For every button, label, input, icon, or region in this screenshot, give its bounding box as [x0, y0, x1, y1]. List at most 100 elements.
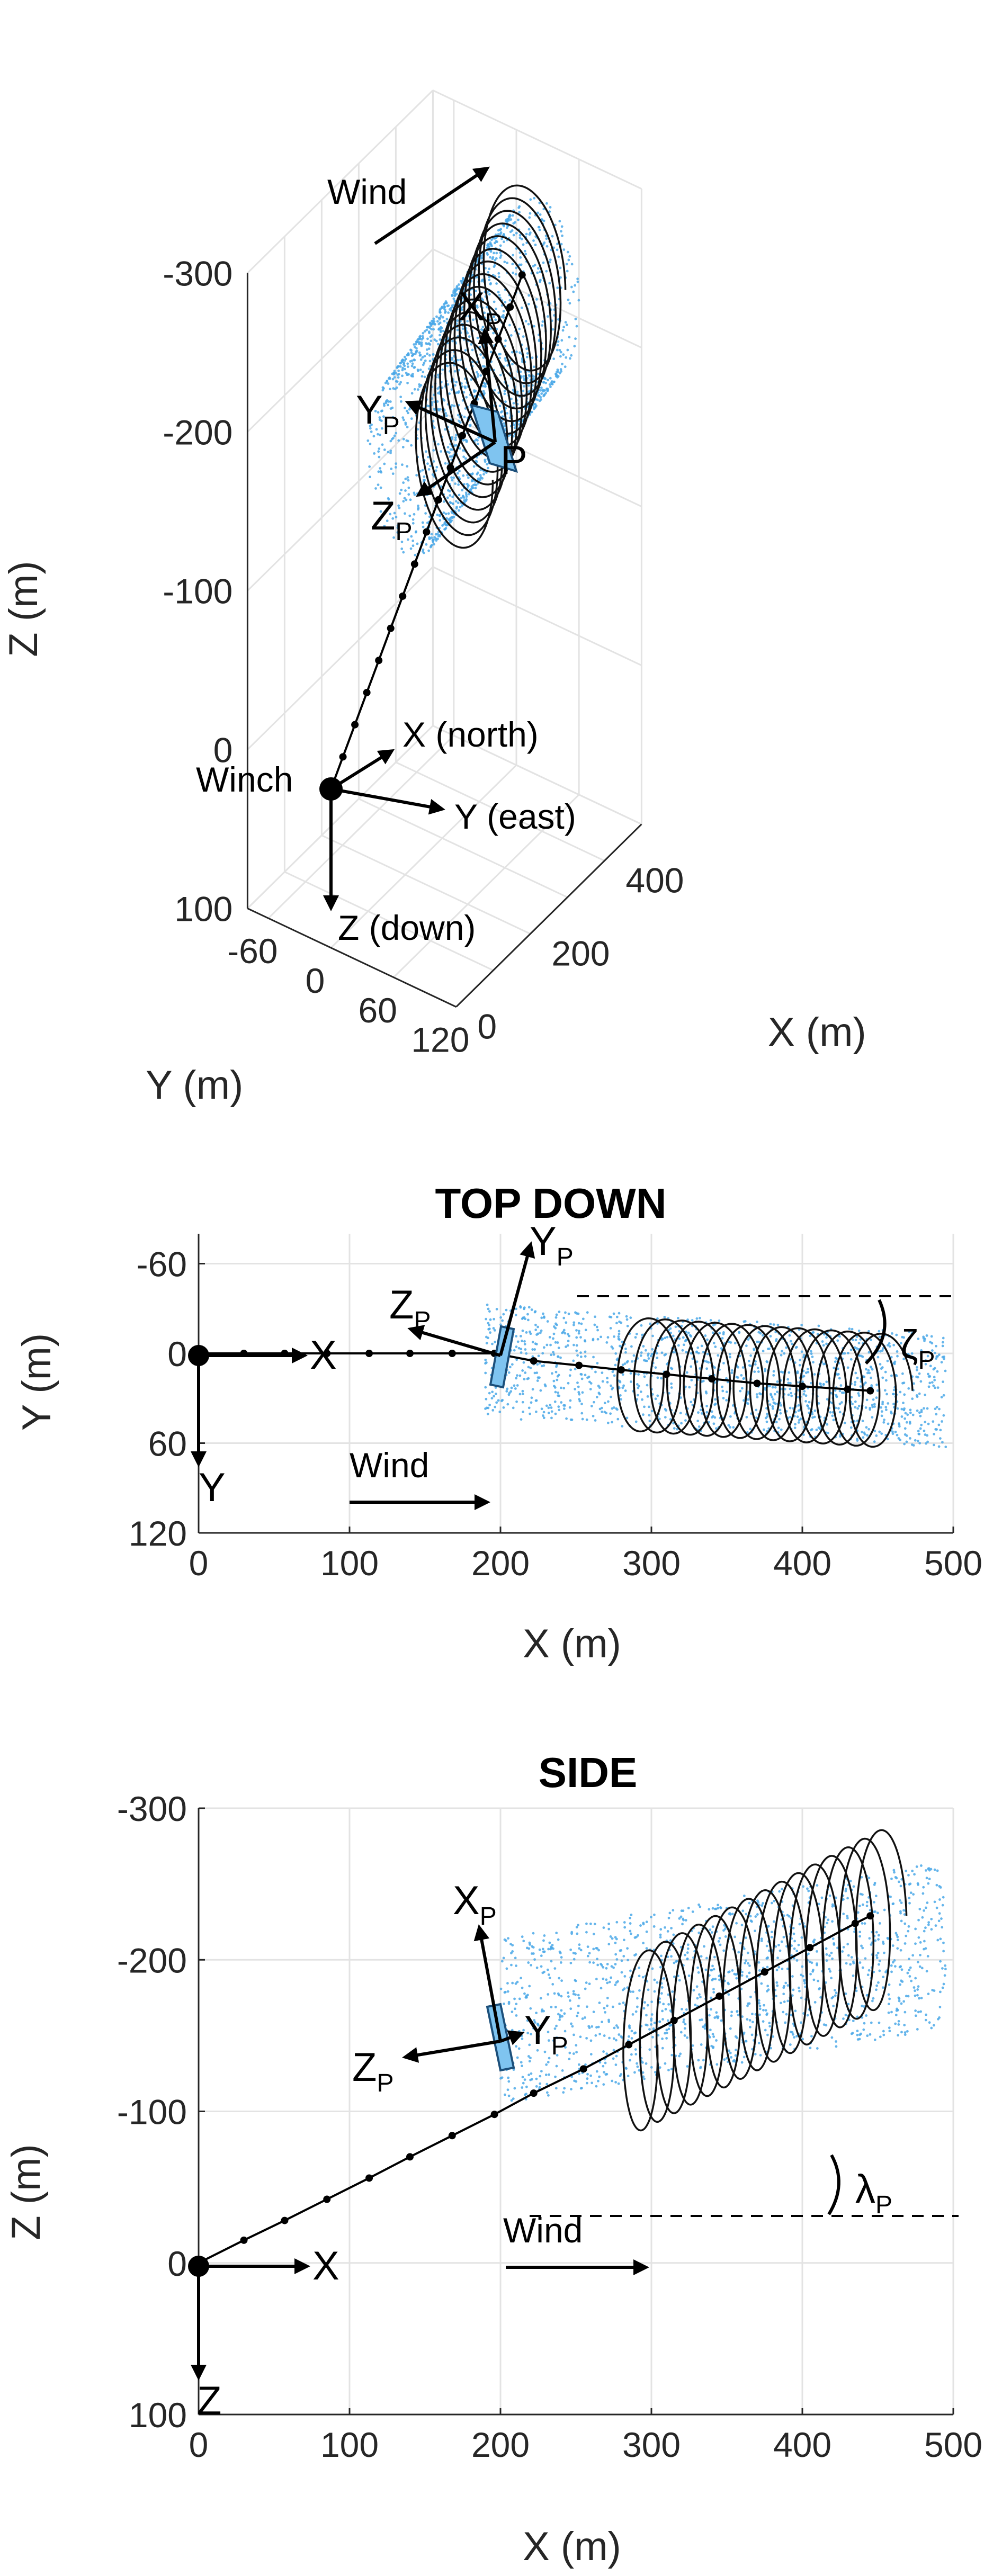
- cloud-point-3d: [532, 375, 535, 378]
- cloud-point-3d: [410, 392, 414, 395]
- cloud-point: [939, 1937, 942, 1941]
- yp-label-3d: YP: [356, 388, 400, 440]
- cloud-point: [595, 2026, 598, 2029]
- cloud-point-3d: [397, 369, 400, 372]
- cloud-point: [727, 1982, 730, 1986]
- cloud-point: [581, 1317, 585, 1321]
- cloud-point-3d: [378, 433, 381, 436]
- cloud-point: [755, 1416, 758, 1419]
- cloud-point-3d: [415, 474, 418, 477]
- cloud-point-3d: [443, 521, 446, 524]
- cloud-point: [922, 1886, 925, 1889]
- cloud-point: [901, 1372, 904, 1375]
- cloud-point: [892, 1902, 895, 1905]
- cloud-point-3d: [567, 258, 570, 262]
- cloud-point: [939, 1960, 942, 1963]
- cloud-point-3d: [569, 357, 571, 360]
- cloud-point: [579, 1372, 583, 1376]
- cloud-point: [780, 1404, 783, 1407]
- cloud-point: [507, 2094, 511, 2097]
- cloud-point-3d: [518, 236, 522, 239]
- cloud-point: [522, 2081, 525, 2085]
- cloud-point: [718, 1978, 721, 1981]
- cloud-point-3d: [468, 335, 471, 338]
- cloud-point: [511, 2029, 514, 2032]
- cloud-point: [816, 2047, 819, 2050]
- cloud-point: [540, 1965, 543, 1968]
- cloud-point-3d: [400, 360, 404, 363]
- cloud-point: [918, 1908, 922, 1910]
- cloud-point: [644, 1349, 647, 1352]
- cloud-point: [636, 2005, 639, 2008]
- cloud-point-3d: [439, 330, 442, 334]
- cloud-point: [523, 1307, 525, 1311]
- cloud-point: [918, 1372, 921, 1375]
- cloud-point: [548, 1336, 551, 1339]
- cloud-point-3d: [474, 389, 477, 392]
- cloud-point-3d: [477, 477, 480, 480]
- cloud-point: [916, 1409, 919, 1412]
- xp-label-3d: XP: [458, 284, 502, 337]
- cloud-point: [586, 1311, 589, 1314]
- cloud-point-3d: [520, 238, 523, 240]
- cloud-point-3d: [366, 439, 370, 442]
- cloud-point: [504, 1939, 507, 1942]
- cloud-point: [910, 1333, 914, 1335]
- cloud-point-3d: [398, 383, 401, 386]
- cloud-point-3d: [439, 309, 442, 312]
- cloud-point-3d: [558, 372, 561, 375]
- cloud-point-3d: [416, 428, 419, 431]
- cloud-point: [786, 1914, 789, 1917]
- cloud-point: [658, 2020, 661, 2023]
- cloud-point: [574, 1952, 577, 1955]
- cloud-point: [610, 1395, 612, 1398]
- cloud-point-3d: [476, 304, 479, 307]
- cloud-point: [648, 1405, 650, 1408]
- y-tick-label: 0: [167, 1334, 187, 1374]
- cloud-point: [917, 1430, 920, 1433]
- cloud-point: [547, 1406, 550, 1410]
- cloud-point: [924, 1926, 927, 1929]
- cloud-point: [721, 1389, 724, 1393]
- cloud-point: [714, 1345, 717, 1348]
- cloud-point-3d: [407, 479, 410, 482]
- cloud-point-3d: [493, 300, 496, 303]
- gridline-3d: [247, 725, 434, 909]
- cloud-point-3d: [564, 321, 567, 324]
- cloud-point: [640, 1324, 643, 1327]
- cloud-point: [678, 1917, 681, 1920]
- cloud-point: [512, 2097, 515, 2100]
- tether-node-3d: [363, 688, 371, 696]
- cloud-point: [569, 1399, 572, 1402]
- cloud-point-3d: [464, 349, 467, 352]
- cloud-point-3d: [460, 282, 463, 284]
- cloud-point: [916, 2028, 919, 2031]
- cloud-point: [771, 1396, 774, 1399]
- cloud-point: [660, 1992, 663, 1995]
- cloud-point-3d: [503, 225, 505, 228]
- cloud-point: [655, 1352, 658, 1355]
- cloud-point: [801, 1974, 804, 1978]
- cloud-point: [672, 1933, 675, 1936]
- cloud-point-3d: [440, 327, 443, 330]
- cloud-point-3d: [390, 501, 393, 504]
- cloud-point: [502, 1406, 505, 1409]
- cloud-point-3d: [512, 271, 515, 274]
- cloud-point: [792, 1932, 795, 1935]
- cloud-point: [559, 1356, 562, 1359]
- cloud-point-3d: [406, 354, 409, 357]
- cloud-point: [651, 1967, 654, 1970]
- cloud-point: [710, 2008, 712, 2011]
- cloud-point: [702, 1351, 705, 1353]
- cloud-point: [637, 1373, 640, 1376]
- cloud-point: [495, 1307, 498, 1311]
- cloud-point-3d: [403, 497, 406, 500]
- cloud-point: [848, 1327, 851, 1330]
- cloud-point: [690, 1401, 693, 1404]
- cloud-point: [536, 1379, 539, 1382]
- cloud-point: [835, 1395, 838, 1398]
- x-tick-label: 0: [189, 2425, 209, 2464]
- cloud-point: [529, 1943, 532, 1946]
- cloud-point-3d: [411, 362, 414, 365]
- tether-node: [490, 2111, 498, 2119]
